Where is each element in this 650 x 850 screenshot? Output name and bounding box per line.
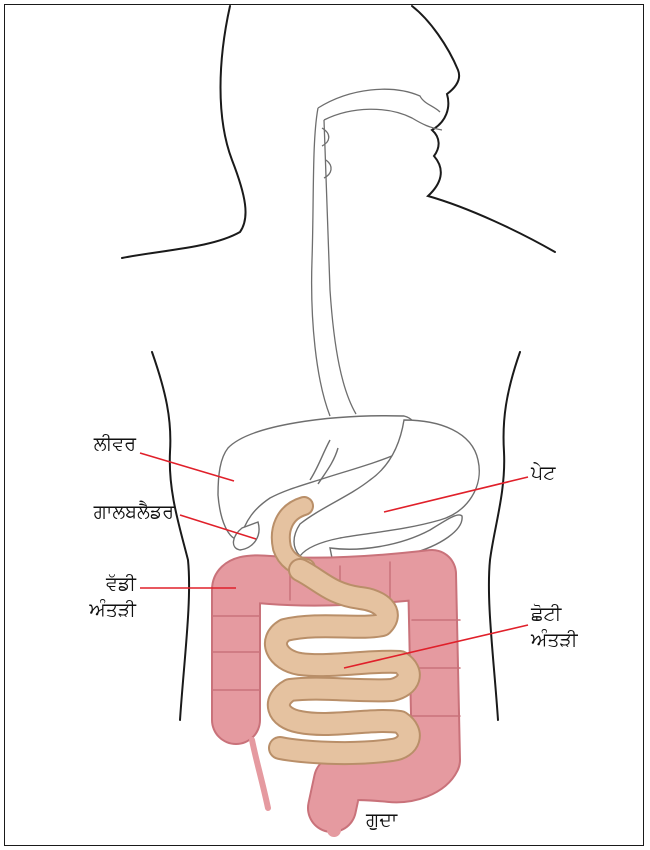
label-large-intestine-line1: ਵੱਡੀ [38, 572, 136, 596]
label-small-intestine-line2: ਅੰਤੜੀ [531, 628, 578, 652]
label-stomach: ਪੇਟ [531, 461, 555, 485]
label-small-intestine-line1: ਛੋਟੀ [531, 602, 561, 626]
torso-left-outline [152, 352, 189, 720]
epiglottis-detail [322, 128, 331, 178]
esophagus-left-wall [312, 108, 330, 416]
rectum-tip [332, 808, 334, 830]
label-large-intestine-line2: ਅੰਤੜੀ [38, 598, 136, 622]
label-rectum: ਗੁਦਾ [366, 808, 397, 832]
oral-cavity-outline [318, 89, 442, 130]
face-profile-outline [412, 6, 555, 252]
back-of-head-outline [122, 6, 246, 258]
appendix [252, 740, 268, 808]
label-gallbladder: ਗਾਲਬਲੈਡਰ [20, 500, 174, 524]
esophagus [312, 89, 442, 416]
torso-right-outline [489, 352, 520, 720]
label-liver: ਲੀਵਰ [38, 432, 136, 456]
esophagus-right-wall [324, 120, 356, 414]
